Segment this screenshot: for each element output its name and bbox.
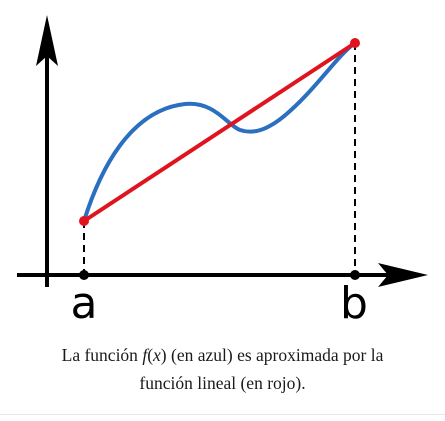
point-a-on-curve [79,216,89,226]
label-a: a [71,278,98,329]
linear-function-line [82,41,357,223]
caption: La función f(x) (en azul) es aproximada … [10,341,435,397]
caption-paren-close: ) [160,345,167,365]
caption-text-start: La función [61,345,143,365]
diagram: a b [17,15,428,329]
caption-function-variable: x [153,345,161,365]
caption-text-end: (en azul) es aproximada por la [166,345,384,365]
label-b: b [340,278,368,329]
divider [0,414,445,415]
point-a-on-axis [79,270,89,280]
y-axis-arrow [36,15,58,66]
point-b-on-axis [350,270,360,280]
point-b-on-curve [350,38,360,48]
x-axis-arrow [378,263,428,287]
function-curve [82,41,357,223]
caption-function-name: f [142,345,148,365]
caption-line-2: función lineal (en rojo). [139,373,306,393]
caption-paren-open: ( [147,345,154,365]
caption-line-1: La función f(x) (en azul) es aproximada … [10,341,435,369]
